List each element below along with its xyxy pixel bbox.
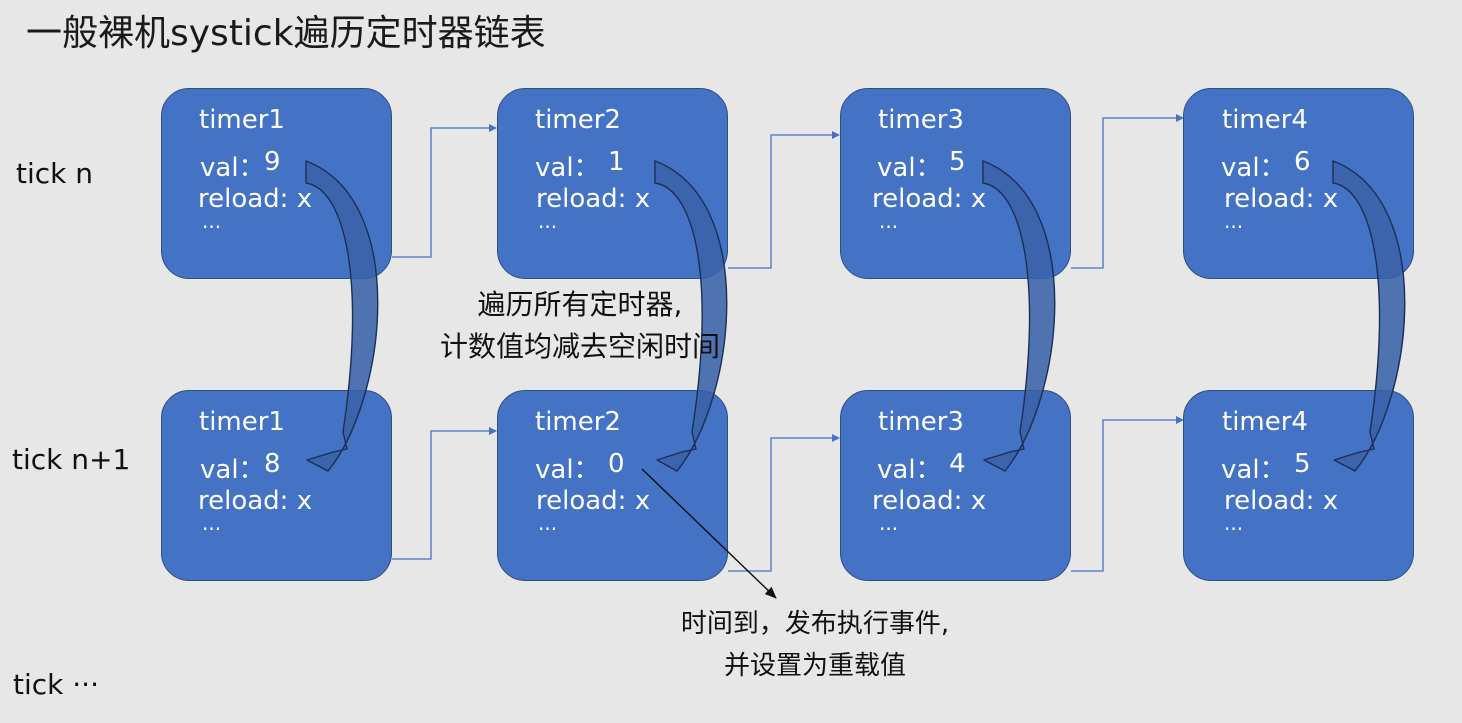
timeout-note: 时间到，发布执行事件, 并设置为重载值 [630, 603, 1000, 687]
timer-node: timer1 val： 9 reload: x ··· [161, 88, 392, 279]
val-label: val： [200, 455, 265, 485]
more-fields: ··· [879, 215, 899, 239]
timer-node: timer2 val： 0 reload: x ··· [497, 390, 728, 581]
val-value: 4 [949, 449, 966, 479]
timeout-note-line2: 并设置为重载值 [723, 651, 906, 681]
decrement-arrow-timer2 [654, 160, 728, 472]
reload-field: reload: x [1224, 184, 1339, 214]
timer-name: timer2 [535, 407, 621, 437]
timer-name: timer2 [535, 105, 621, 135]
val-value: 6 [1294, 147, 1311, 177]
link-arrow-row1-2-3 [728, 131, 840, 269]
link-arrow-row2-3-4 [1071, 416, 1184, 572]
row-label-tick-n-plus-1: tick n+1 [12, 443, 131, 476]
timer-name: timer4 [1222, 407, 1308, 437]
decrement-arrow-timer1 [305, 160, 379, 472]
link-arrow-row2-1-2 [392, 427, 497, 560]
page-title: 一般裸机systick遍历定时器链表 [26, 13, 546, 54]
val-value: 5 [1294, 449, 1311, 479]
decrement-arrow-timer3 [982, 160, 1056, 472]
more-fields: ··· [202, 517, 222, 541]
reload-field: reload: x [536, 486, 651, 516]
val-label: val： [877, 153, 942, 183]
row-label-tick-more: tick ··· [13, 668, 99, 701]
timer-name: timer1 [199, 407, 285, 437]
more-fields: ··· [1224, 215, 1244, 239]
more-fields: ··· [538, 517, 558, 541]
traverse-note-line1: 遍历所有定时器, [477, 288, 683, 321]
val-label: val： [1221, 153, 1286, 183]
more-fields: ··· [202, 215, 222, 239]
timeout-arrow [641, 468, 777, 599]
val-label: val： [877, 455, 942, 485]
more-fields: ··· [1224, 517, 1244, 541]
reload-field: reload: x [1224, 486, 1339, 516]
row-label-tick-n: tick n [16, 157, 94, 190]
decrement-arrow-timer4 [1332, 160, 1406, 472]
val-label: val： [535, 455, 600, 485]
reload-field: reload: x [536, 184, 651, 214]
more-fields: ··· [538, 215, 558, 239]
timer-node: timer4 val： 6 reload: x ··· [1183, 88, 1414, 279]
reload-field: reload: x [872, 486, 987, 516]
timer-name: timer4 [1222, 105, 1308, 135]
link-arrow-row1-1-2 [392, 124, 497, 258]
timeout-note-line1: 时间到，发布执行事件, [680, 609, 950, 639]
val-value: 0 [608, 449, 625, 479]
timer-node: timer4 val： 5 reload: x ··· [1183, 390, 1414, 581]
val-value: 8 [264, 449, 281, 479]
timer-name: timer3 [878, 407, 964, 437]
link-arrow-row2-2-3 [728, 434, 840, 572]
traverse-note-line2: 计数值均减去空闲时间 [439, 330, 720, 363]
val-value: 5 [949, 147, 966, 177]
reload-field: reload: x [198, 184, 313, 214]
val-label: val： [1221, 455, 1286, 485]
val-label: val： [200, 153, 265, 183]
timer-name: timer3 [878, 105, 964, 135]
val-label: val： [535, 153, 600, 183]
reload-field: reload: x [198, 486, 313, 516]
val-value: 9 [264, 147, 281, 177]
link-arrow-row1-3-4 [1071, 114, 1184, 269]
val-value: 1 [608, 147, 625, 177]
timer-name: timer1 [199, 105, 285, 135]
more-fields: ··· [879, 517, 899, 541]
traverse-note: 遍历所有定时器, 计数值均减去空闲时间 [400, 284, 760, 368]
reload-field: reload: x [872, 184, 987, 214]
